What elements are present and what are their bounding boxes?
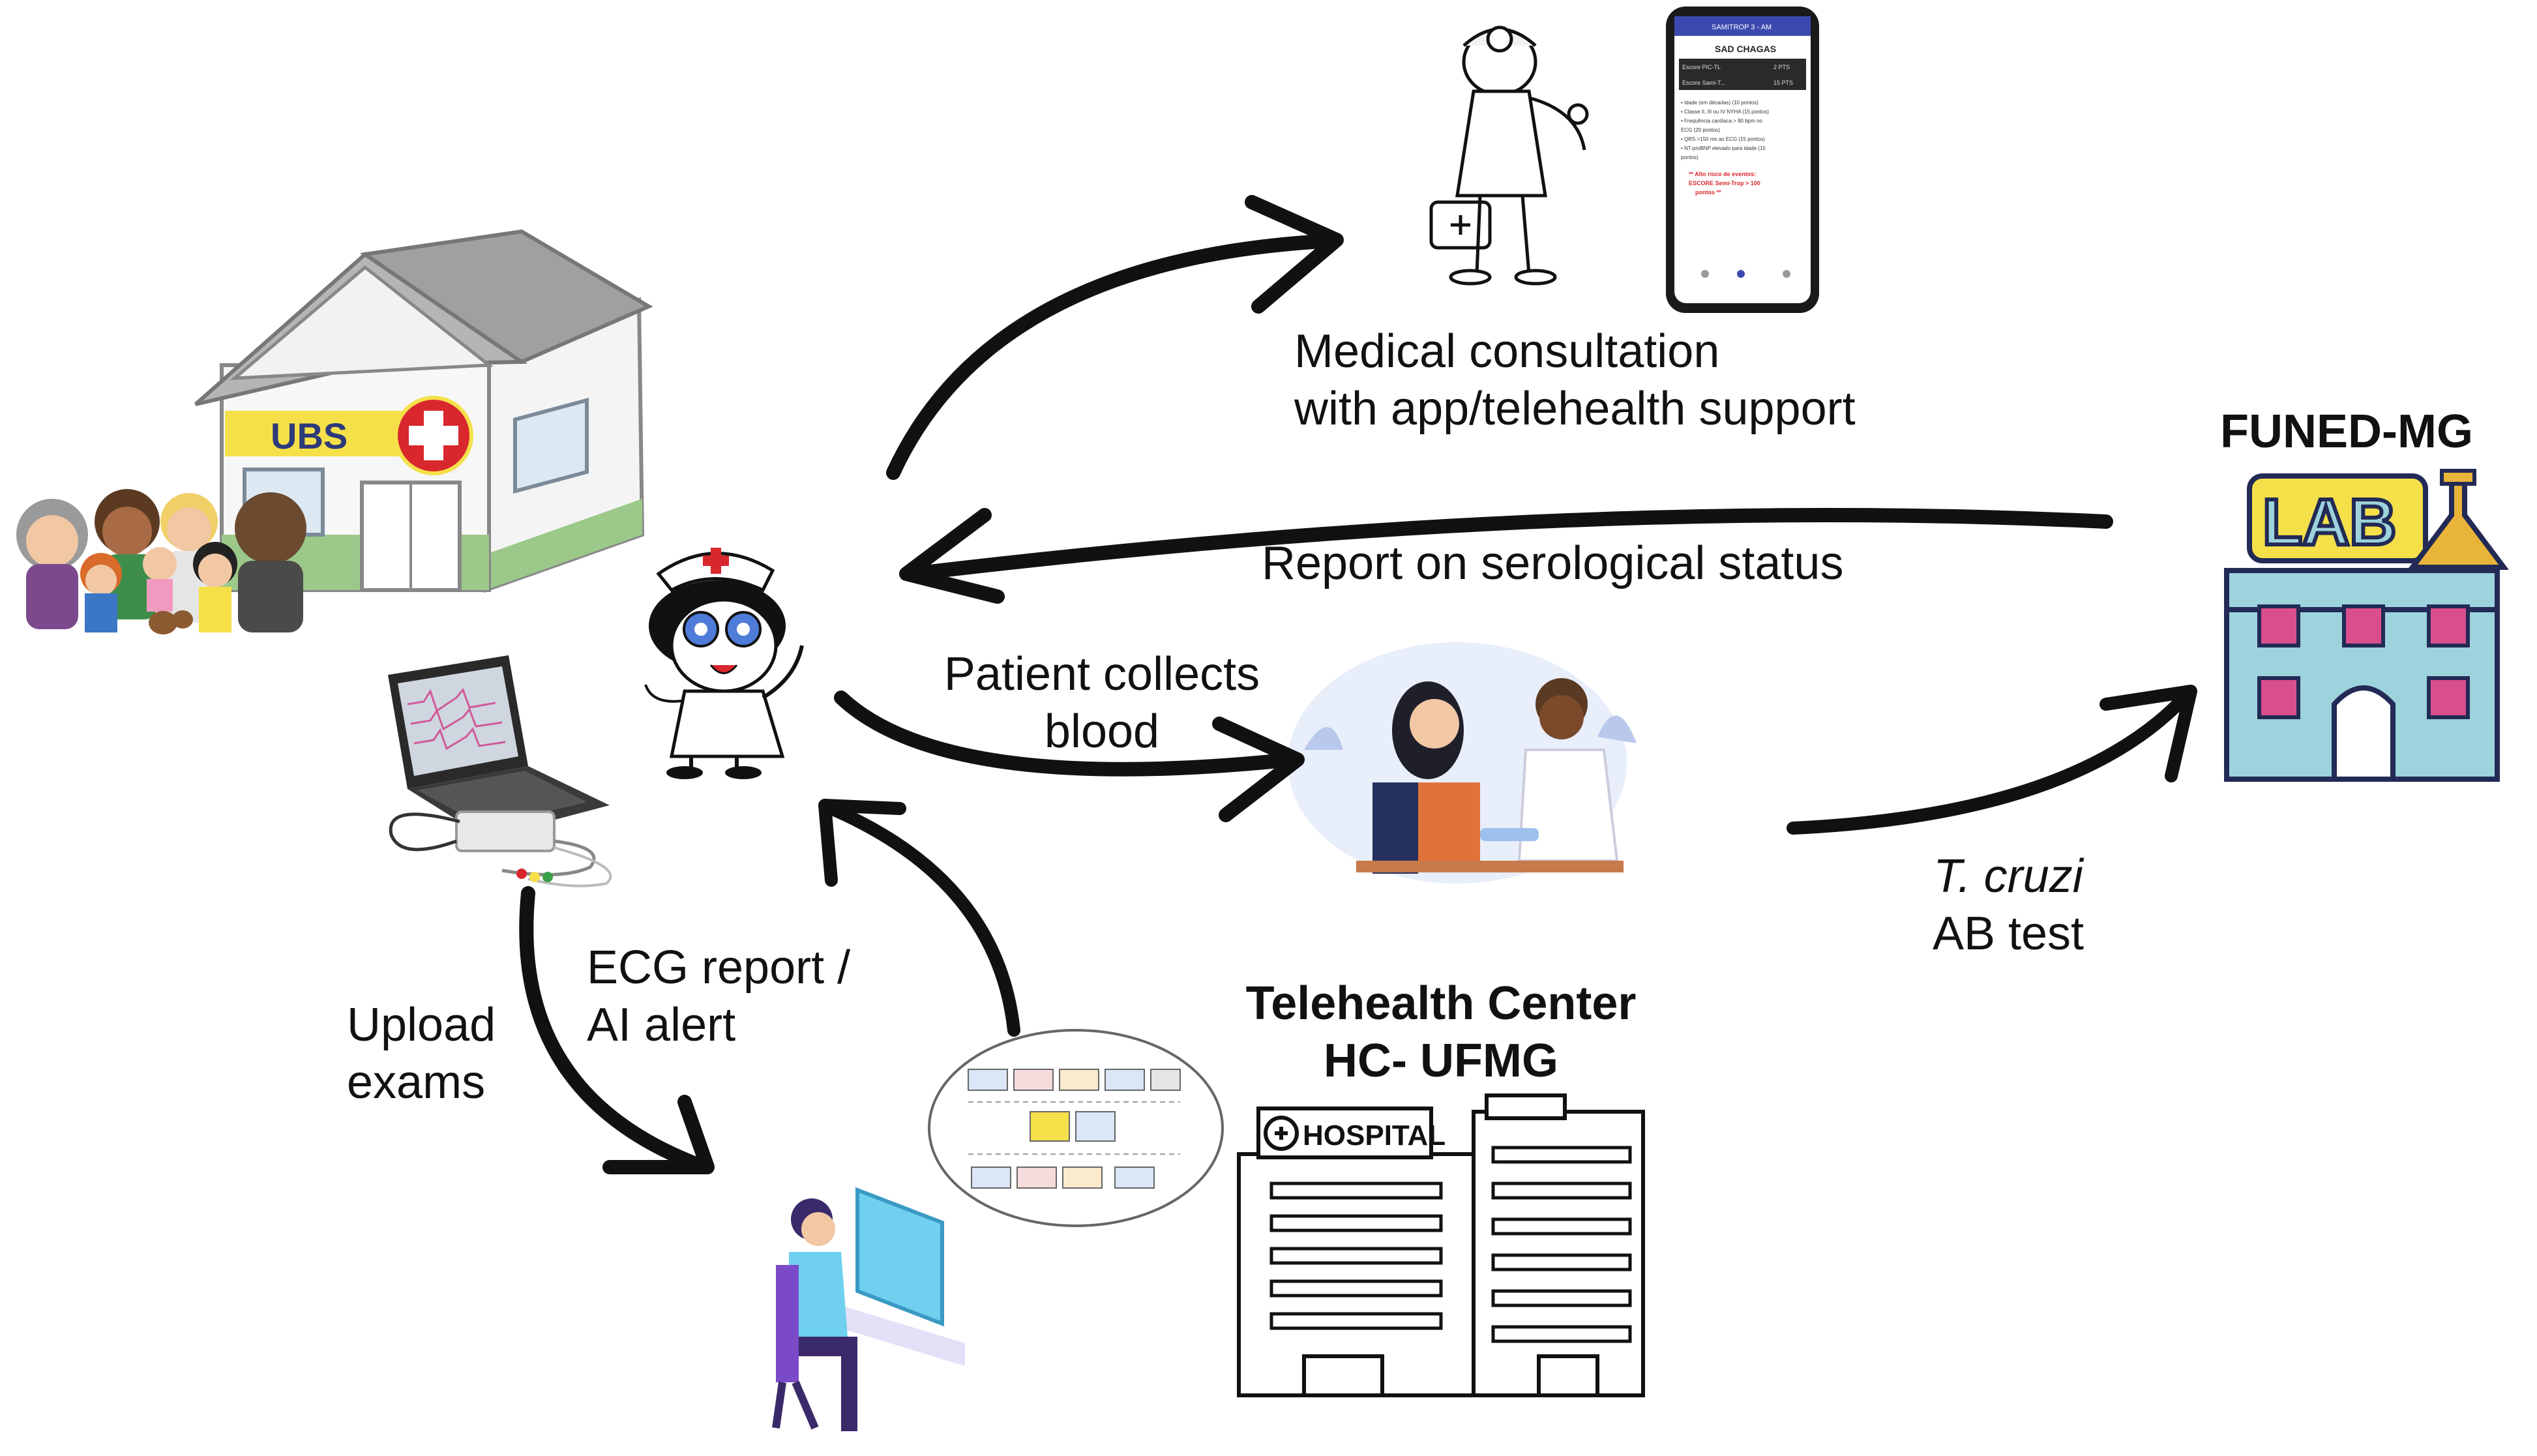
phone-row2: Escore Sami-T... xyxy=(1682,80,1725,86)
phone-bullet-item: • NT-proBNP elevado para idade (15 xyxy=(1681,145,1766,151)
lab-building-icon: LAB xyxy=(2224,469,2509,782)
arrow-upload-exams xyxy=(519,886,711,1174)
label-telehealth-line2: HC- UFMG xyxy=(1324,1035,1558,1087)
flow-arrows xyxy=(519,195,2197,1174)
nurse-icon xyxy=(644,548,804,779)
phone-title: SAD CHAGAS xyxy=(1715,44,1776,54)
label-ecg-report-line2: AI alert xyxy=(587,999,736,1051)
arrow-head-upload xyxy=(602,1095,715,1174)
label-medical-consultation-line2: with app/telehealth support xyxy=(1294,383,1856,435)
ecg-laptop-icon xyxy=(388,655,612,887)
phone-header: SAMITROP 3 - AM xyxy=(1712,23,1772,31)
ai-model-diagram xyxy=(928,1029,1224,1227)
phone-bullet-item: • Idade (em décadas) (10 pontos) xyxy=(1681,100,1758,106)
phone-bullet-list: • Idade (em décadas) (10 pontos) • Classe… xyxy=(1681,100,1769,160)
hospital-sign-text: HOSPITAL xyxy=(1303,1120,1446,1151)
arrow-to-lab xyxy=(1787,691,2191,835)
label-report-serological: Report on serological status xyxy=(1262,537,1844,589)
phone-alert-2: ESCORE Semi-Trop > 100 xyxy=(1689,180,1760,186)
arrow-to-consultation xyxy=(886,234,1331,480)
label-patient-collects-line1: Patient collects xyxy=(943,648,1260,700)
arrow-head-ecg xyxy=(818,799,906,887)
label-ab-test: AB test xyxy=(1932,908,2084,960)
arrow-head-consultation xyxy=(1245,195,1344,314)
label-tcruzi: T. cruzi xyxy=(1933,850,2083,902)
label-upload-line1: Upload xyxy=(347,999,496,1051)
arrow-head-lab xyxy=(2099,685,2197,782)
phone-app-mockup: SAMITROP 3 - AM SAD CHAGAS Escore PIC-TL… xyxy=(1666,7,1819,313)
lab-sign-text: LAB xyxy=(2263,486,2397,559)
phone-alert-1: ** Alto risco de eventos: xyxy=(1689,171,1756,177)
label-ecg-report-line1: ECG report / xyxy=(587,942,851,994)
hospital-building-icon: HOSPITAL xyxy=(1237,1093,1645,1397)
phone-bullet-item: • Frequência cardíaca > 90 bpm no xyxy=(1681,118,1762,124)
phone-bullet-item: ECG (20 pontos) xyxy=(1681,127,1720,133)
phone-alert-3: pontos ** xyxy=(1695,189,1721,196)
arrow-ecg-report xyxy=(825,802,1020,1037)
arrow-report-serological xyxy=(906,508,2113,581)
label-funed-mg: FUNED-MG xyxy=(2220,406,2473,458)
label-telehealth-line1: Telehealth Center xyxy=(1245,977,1637,1030)
label-upload-line2: exams xyxy=(347,1056,486,1108)
phone-bullet-item: • QRS >150 ms ao ECG (15 pontos) xyxy=(1681,136,1765,142)
label-medical-consultation-line1: Medical consultation xyxy=(1294,325,1720,378)
doctor-icon xyxy=(1429,25,1589,286)
arrow-to-blood xyxy=(834,691,1298,777)
phone-row1: Escore PIC-TL xyxy=(1682,64,1721,70)
arrow-head-blood xyxy=(1212,717,1305,822)
blood-collection-illustration xyxy=(1288,642,1637,884)
phone-bullet-item: pontos) xyxy=(1681,155,1699,160)
label-patient-collects-line2: blood xyxy=(1044,706,1160,758)
arrow-head-report xyxy=(899,508,1005,604)
phone-bullet-item: • Classe II, III ou IV NYHA (15 pontos) xyxy=(1681,109,1769,115)
phone-row1-val: 2 PTS xyxy=(1773,64,1790,70)
family-group-icon xyxy=(16,489,306,634)
phone-row2-val: 15 PTS xyxy=(1773,80,1793,86)
ubs-sign-text: UBS xyxy=(271,415,348,456)
cardiologist-desk-icon xyxy=(772,1187,965,1431)
